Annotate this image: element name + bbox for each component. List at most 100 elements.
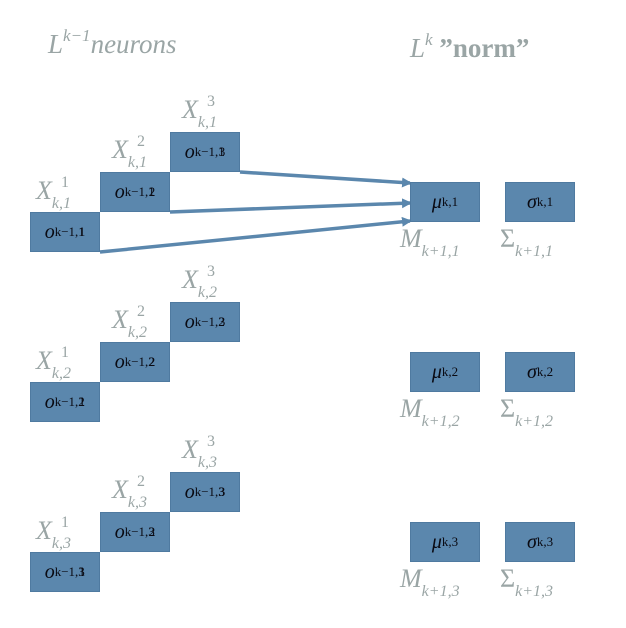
- arrow-neuron1-to-mu: [99, 216, 412, 254]
- groups-0-sigma-sub: k,1: [536, 194, 554, 209]
- groups-1-neurons-0-label-base: X: [36, 346, 52, 375]
- mu-label-1: Mk+1,1: [400, 224, 460, 261]
- neuron-label-1-1: Xk,1 1: [36, 174, 71, 213]
- groups-2-neurons-0-box-sup: 1: [78, 564, 86, 579]
- groups-1-mu-sub: k,2: [441, 364, 459, 379]
- sigma-label-1: Σk+1,1: [500, 224, 553, 261]
- groups-0-mu-label-sub: k+1,1: [421, 243, 460, 260]
- groups-1-neurons-2-label-base: X: [182, 265, 198, 294]
- groups-1-neurons-0-box-sup: 1: [78, 394, 86, 409]
- groups-0-sigma-label-sub: k+1,1: [515, 243, 554, 260]
- neuron-label-1-2: Xk,12: [112, 133, 147, 172]
- groups-2-neurons-2-box-sup: 3: [218, 484, 226, 499]
- neuron-label-1-3: Xk,1 3: [182, 93, 217, 132]
- groups-1-neurons-2-box-base: o: [184, 310, 195, 333]
- neuron-label-3-1: Xk,3 1: [36, 514, 71, 553]
- groups-2-neurons-2-box-base: o: [184, 480, 195, 503]
- groups-1-neurons-0-label-sup: 1: [61, 344, 69, 361]
- header-left-base: L: [48, 29, 64, 59]
- groups-0-neurons-1-box-sub: k−1,1: [124, 184, 155, 199]
- groups-1-neurons-1-box-sub: k−1,2: [124, 354, 155, 369]
- groups-0-neurons-0-box-base: o: [44, 220, 55, 243]
- groups-0-neurons-0-label-sub: k,1: [51, 195, 71, 212]
- groups-2-mu-sub: k,3: [441, 534, 459, 549]
- groups-1-mu-base: μ: [431, 360, 442, 383]
- groups-0-neurons-0-label-base: X: [36, 176, 52, 205]
- groups-2-neurons-1-label-base: X: [112, 475, 128, 504]
- groups-2-neurons-1-box-sub: k−1,3: [124, 524, 155, 539]
- groups-2-neurons-1-box-sup: 2: [148, 524, 156, 539]
- groups-2-neurons-1-label-sup: 2: [137, 473, 145, 490]
- groups-0-neurons-2-label-base: X: [182, 95, 198, 124]
- groups-2-sigma-label-base: Σ: [500, 564, 516, 593]
- groups-0-neurons-2-box-base: o: [184, 140, 195, 163]
- groups-2-neurons-1-box-base: o: [114, 520, 125, 543]
- header-right-base: L: [410, 33, 426, 63]
- groups-0-sigma-base: σ: [526, 190, 537, 213]
- header-left-word: neurons: [90, 29, 177, 59]
- groups-0-mu-base: μ: [431, 190, 442, 213]
- groups-0-sigma-label-base: Σ: [500, 224, 516, 253]
- groups-0-mu-label-base: M: [400, 224, 422, 253]
- sigma-label-2: Σk+1,2: [500, 394, 553, 431]
- groups-0-neurons-0-box-sup: 1: [78, 224, 86, 239]
- groups-1-neurons-1-box-sup: 2: [148, 354, 156, 369]
- groups-0-neurons-2-label-sub: k,1: [197, 114, 217, 131]
- groups-0-neurons-2-box-sup: 3: [218, 144, 226, 159]
- mu-label-3: Mk+1,3: [400, 564, 460, 601]
- groups-0-neurons-1-box-base: o: [114, 180, 125, 203]
- groups-1-sigma-sub: k,2: [536, 364, 554, 379]
- groups-1-neurons-2-label-sup: 3: [207, 263, 215, 280]
- groups-0-neurons-1-label-sub: k,1: [127, 154, 147, 171]
- groups-1-sigma-base: σ: [526, 360, 537, 383]
- groups-0-mu-sub: k,1: [441, 194, 459, 209]
- neuron-label-2-1: Xk,2 1: [36, 344, 71, 383]
- groups-2-mu-label-sub: k+1,3: [421, 583, 460, 600]
- header-right-word: ”norm”: [439, 33, 530, 63]
- groups-2-neurons-0-label-base: X: [36, 516, 52, 545]
- arrow-neuron2-to-mu: [169, 198, 412, 214]
- groups-2-neurons-0-label-sup: 1: [61, 514, 69, 531]
- groups-0-neurons-0-label-sup: 1: [61, 174, 69, 191]
- neuron-label-2-3: Xk,2 3: [182, 263, 217, 302]
- groups-2-neurons-1-label-sub: k,3: [127, 494, 147, 511]
- groups-1-neurons-1-label-sub: k,2: [127, 324, 147, 341]
- header-left: Lk−1neurons: [48, 26, 177, 60]
- groups-2-neurons-0-box-sub: k−1,3: [54, 564, 85, 579]
- groups-1-neurons-0-label-sub: k,2: [51, 365, 71, 382]
- groups-1-neurons-1-label-sup: 2: [137, 303, 145, 320]
- groups-1-mu-label-base: M: [400, 394, 422, 423]
- groups-1-sigma-label-base: Σ: [500, 394, 516, 423]
- groups-2-mu-base: μ: [431, 530, 442, 553]
- groups-0-neurons-2-label-sup: 3: [207, 93, 215, 110]
- header-right: Lk ”norm”: [410, 30, 529, 64]
- groups-2-neurons-2-label-sub: k,3: [197, 454, 217, 471]
- groups-2-neurons-0-box-base: o: [44, 560, 55, 583]
- groups-2-sigma-sub: k,3: [536, 534, 554, 549]
- groups-2-neurons-2-box-sub: k−1,3: [194, 484, 225, 499]
- header-left-sup: k−1: [63, 26, 91, 45]
- header-right-sup: k: [425, 30, 433, 49]
- groups-1-neurons-2-box-sub: k−1,2: [194, 314, 225, 329]
- groups-1-neurons-0-box-base: o: [44, 390, 55, 413]
- groups-1-mu-label-sub: k+1,2: [421, 413, 460, 430]
- mu-label-2: Mk+1,2: [400, 394, 460, 431]
- groups-2-neurons-2-label-base: X: [182, 435, 198, 464]
- groups-0-neurons-1-box-sup: 2: [148, 184, 156, 199]
- groups-1-neurons-2-label-sub: k,2: [197, 284, 217, 301]
- groups-2-neurons-0-label-sub: k,3: [51, 535, 71, 552]
- groups-2-mu-label-base: M: [400, 564, 422, 593]
